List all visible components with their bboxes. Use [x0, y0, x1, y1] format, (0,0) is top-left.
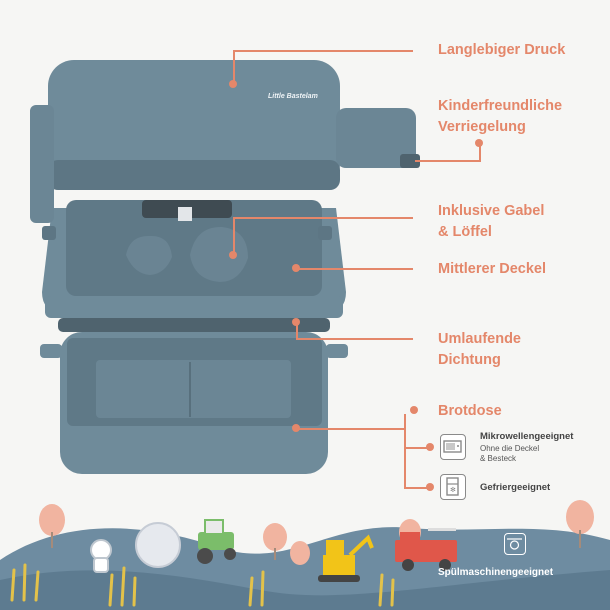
callout-line	[233, 50, 413, 52]
callout-dot	[410, 406, 418, 414]
callout-child-lock: Kinderfreundliche Verriegelung	[438, 98, 563, 135]
callout-dot	[229, 251, 237, 259]
firetruck-illustration	[395, 528, 457, 571]
callout-cutlery: Inklusive Gabel & Löffel	[438, 203, 545, 240]
callout-line	[296, 320, 298, 338]
callout-line	[296, 338, 413, 340]
lunchbox	[30, 60, 420, 474]
callout-line	[296, 268, 413, 270]
callout-dot	[292, 318, 300, 326]
callout-dot	[292, 424, 300, 432]
microwave-icon	[440, 434, 466, 460]
callout-line	[233, 50, 235, 84]
dishwasher-icon	[504, 533, 526, 555]
callout-dot	[426, 483, 434, 491]
tractor-illustration	[197, 519, 236, 564]
microwave-subtitle: Ohne die Deckel & Besteck	[480, 444, 540, 463]
microwave-title: Mikrowellengeeignet	[480, 431, 574, 442]
callout-line	[479, 143, 481, 161]
digger-illustration	[318, 534, 374, 582]
callout-line	[415, 160, 481, 162]
callout-dot	[292, 264, 300, 272]
callout-line	[404, 487, 430, 489]
callout-dot	[426, 443, 434, 451]
callout-middle-lid: Mittlerer Deckel	[438, 261, 546, 277]
callout-line	[404, 414, 406, 488]
callout-seal: Umlaufende Dichtung	[438, 331, 521, 368]
callout-line	[233, 217, 235, 255]
callout-durable-print: Langlebiger Druck	[438, 42, 566, 58]
landscape	[0, 500, 610, 610]
dishwasher-label: Spülmaschinengeeignet	[438, 567, 554, 578]
callout-line	[404, 447, 430, 449]
callout-line	[296, 428, 405, 430]
astronaut-illustration	[90, 539, 112, 573]
callout-dot	[229, 80, 237, 88]
callout-line	[233, 217, 413, 219]
freezer-icon: ✻	[440, 474, 466, 500]
callout-dot	[475, 139, 483, 147]
svg-text:✻: ✻	[450, 486, 456, 494]
callout-lunchbox: Brotdose	[438, 403, 502, 419]
freezer-title: Gefriergeeignet	[480, 482, 551, 493]
lid-brand-print: Little Bastelam	[268, 93, 318, 100]
